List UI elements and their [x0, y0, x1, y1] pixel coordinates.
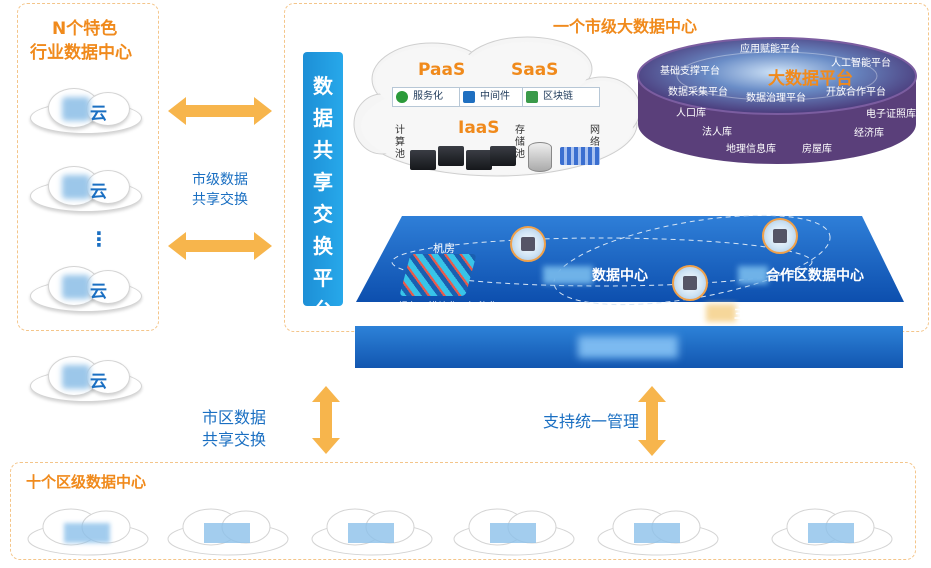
bd-item: 电子证照库 — [866, 109, 916, 120]
server-rack-icon — [410, 150, 436, 170]
exchange-platform-bar[interactable]: 数据共享交换平台 — [303, 52, 343, 322]
server-node-icon[interactable] — [510, 226, 546, 262]
blockchain-icon — [526, 91, 538, 103]
bd-item: 人工智能平台 — [831, 58, 891, 69]
district-exchange-line1: 市区数据 — [202, 408, 267, 427]
exchange-label-line2: 共享交换 — [192, 192, 248, 208]
machine-room-tags: 绿色、模块化、智能化 — [398, 302, 498, 313]
bd-item: 法人库 — [702, 127, 732, 138]
industry-title-line2: 行业数据中心 — [30, 43, 132, 63]
double-arrow-bottom — [168, 232, 272, 260]
server-node-icon[interactable] — [762, 218, 798, 254]
vertical-arrow-right — [638, 386, 666, 456]
tag-middleware[interactable]: 中间件 — [459, 87, 537, 107]
machine-room-icon — [399, 254, 477, 296]
storage-pool-label: 存储池 — [515, 125, 525, 160]
server-rack-icon — [438, 146, 464, 166]
bd-item: 房屋库 — [802, 144, 832, 155]
bd-item: 地理信息库 — [726, 144, 776, 155]
globe-icon — [396, 91, 408, 103]
big-data-platform-disc — [637, 37, 917, 164]
district-cloud-5[interactable] — [596, 505, 720, 557]
bd-item: 开放合作平台 — [826, 87, 886, 98]
tag-blockchain[interactable]: 区块链 — [522, 87, 600, 107]
district-cloud-4[interactable] — [452, 505, 576, 557]
district-datacenter-panel — [10, 462, 916, 560]
bd-item: 应用赋能平台 — [740, 44, 800, 55]
tag-blockchain-label: 区块链 — [543, 91, 573, 102]
district-cloud-3[interactable] — [310, 505, 434, 557]
bd-item: 人口库 — [676, 108, 706, 119]
district-exchange-line2: 共享交换 — [202, 430, 267, 449]
dc3-label: 主数据中心 — [734, 306, 804, 322]
server-rack-icon — [466, 150, 492, 170]
cloud-label: 云 — [90, 182, 107, 202]
double-arrow-top — [168, 97, 272, 125]
exchange-label-line1: 市级数据 — [192, 172, 248, 188]
machine-room-label: 机房 — [433, 242, 455, 255]
unified-management-label: 支持统一管理 — [543, 412, 640, 431]
industry-cloud-1[interactable]: 云 — [30, 88, 142, 134]
cloud-label: 云 — [90, 282, 107, 302]
dc1-blur — [543, 266, 593, 284]
tag-service[interactable]: 服务化 — [392, 87, 474, 107]
dc1-label: 数据中心 — [592, 268, 648, 284]
cloud-label: 云 — [90, 372, 107, 392]
industry-cloud-4[interactable]: 云 — [30, 356, 142, 402]
industry-title-line1: N个特色 — [52, 19, 118, 39]
bd-item: 数据治理平台 — [746, 93, 806, 104]
iaas-label: IaaS — [458, 118, 500, 138]
district-cloud-1[interactable] — [26, 505, 150, 557]
saas-label: SaaS — [511, 60, 559, 80]
district-cloud-6[interactable] — [770, 505, 894, 557]
server-node-icon[interactable] — [672, 265, 708, 301]
dc3-blur — [706, 304, 736, 322]
compute-pool-label: 计算池 — [395, 125, 405, 160]
server-rack-icon — [490, 146, 516, 166]
dc2-label: 合作区数据中心 — [766, 268, 864, 284]
exchange-platform-label: 数据共享交换平台 — [313, 74, 333, 322]
district-title: 十个区级数据中心 — [26, 473, 147, 491]
infrastructure-band-blur — [578, 336, 678, 358]
bd-item: 经济库 — [854, 128, 884, 139]
district-cloud-2[interactable] — [166, 505, 290, 557]
vertical-arrow-left — [312, 386, 340, 454]
dc2-blur — [738, 266, 768, 284]
industry-cloud-2[interactable]: 云 — [30, 166, 142, 212]
city-center-title: 一个市级大数据中心 — [553, 17, 698, 36]
paas-label: PaaS — [418, 60, 466, 80]
network-switch-icon — [560, 147, 600, 165]
bd-item: 数据采集平台 — [668, 87, 728, 98]
bd-item: 基础支撑平台 — [660, 66, 720, 77]
tag-middleware-label: 中间件 — [480, 91, 510, 102]
industry-datacenter-panel — [17, 3, 159, 331]
industry-cloud-3[interactable]: 云 — [30, 266, 142, 312]
ellipsis-dots: ⋮ — [89, 227, 109, 251]
tag-service-label: 服务化 — [413, 91, 443, 102]
middleware-icon — [463, 91, 475, 103]
big-data-title: 大数据平台 — [768, 69, 853, 89]
cloud-label: 云 — [90, 104, 107, 124]
storage-disk-icon — [528, 142, 552, 172]
